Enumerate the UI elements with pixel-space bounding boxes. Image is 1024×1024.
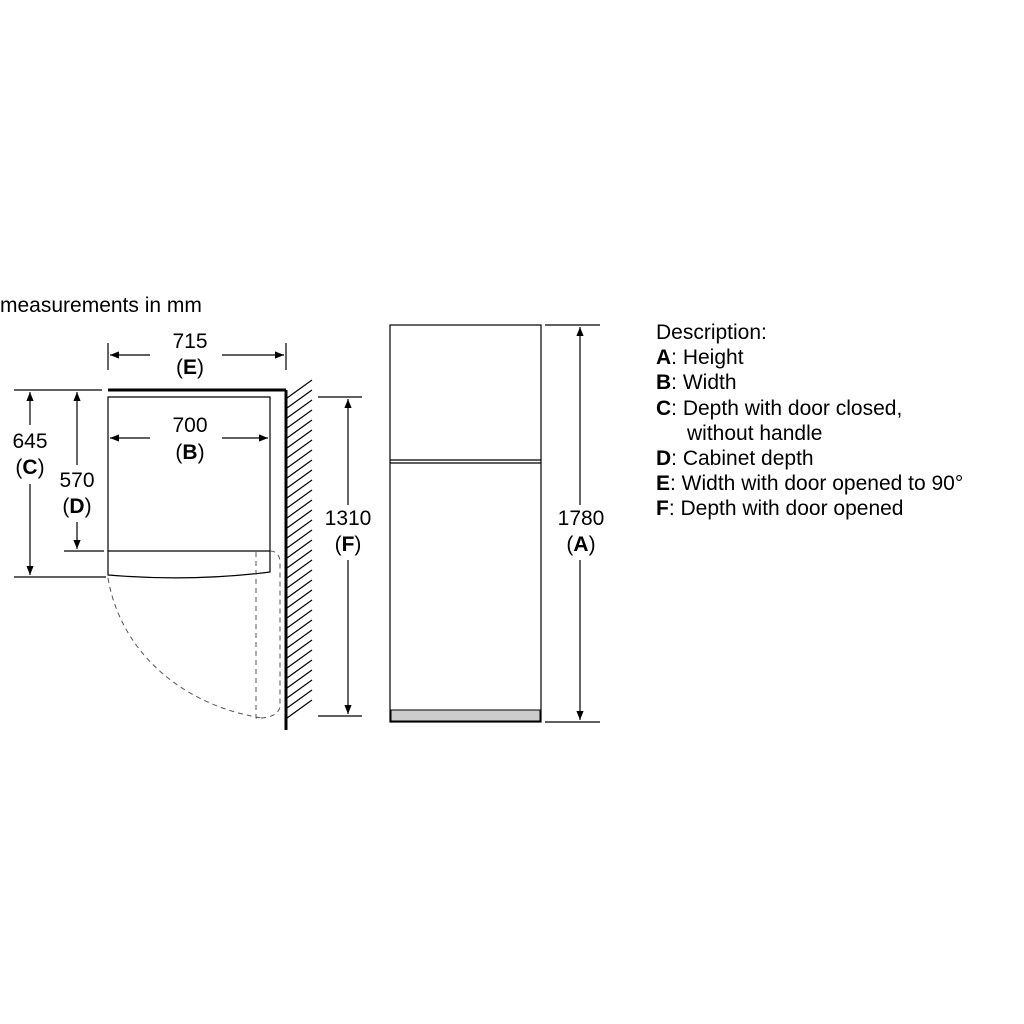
hatch-line	[286, 489, 313, 509]
hatch-line	[286, 439, 313, 459]
dim-b-value: 700	[172, 414, 207, 437]
hatch-line	[286, 549, 313, 569]
legend-item-c-cont: without handle	[686, 422, 822, 445]
wall-hatch	[286, 379, 313, 719]
hatch-line	[286, 509, 313, 529]
dim-c-label: (C)	[15, 456, 44, 479]
dim-e-label: (E)	[176, 356, 204, 379]
legend-item-c: C: Depth with door closed,	[656, 397, 902, 420]
hatch-line	[286, 649, 313, 669]
top-view: 715 (E) 700 (B) 645 (C) 570 (D) 1310 (F)	[12, 330, 371, 730]
legend-item-f: F: Depth with door opened	[656, 497, 904, 520]
hatch-line	[286, 659, 313, 679]
legend-item-e: E: Width with door opened to 90°	[656, 472, 963, 495]
dim-f-value: 1310	[325, 507, 372, 530]
hatch-line	[286, 559, 313, 579]
legend-title: Description:	[656, 321, 767, 344]
hatch-line	[286, 519, 313, 539]
hatch-line	[286, 599, 313, 619]
hatch-line	[286, 469, 313, 489]
dim-a-value: 1780	[558, 507, 605, 530]
hatch-line	[286, 459, 313, 479]
hatch-line	[286, 589, 313, 609]
closed-door	[107, 551, 271, 579]
dim-a-label: (A)	[566, 533, 595, 556]
dim-b-label: (B)	[175, 441, 204, 464]
opened-door	[255, 550, 281, 719]
front-view: 1780 (A)	[389, 324, 605, 723]
hatch-line	[286, 609, 313, 629]
fridge-body	[389, 324, 542, 723]
hatch-line	[286, 539, 313, 559]
legend-item-d: D: Cabinet depth	[656, 447, 814, 470]
hatch-line	[286, 499, 313, 519]
hatch-line	[286, 419, 313, 439]
hatch-line	[286, 409, 313, 429]
hatch-line	[286, 579, 313, 599]
legend-item-b: B: Width	[656, 371, 737, 394]
hatch-line	[286, 529, 313, 549]
hatch-line	[286, 379, 313, 399]
hatch-line	[286, 429, 313, 449]
hatch-line	[286, 639, 313, 659]
hatch-line	[286, 569, 313, 589]
dim-d-label: (D)	[62, 495, 91, 518]
hatch-line	[286, 449, 313, 469]
dim-f-label: (F)	[335, 533, 362, 556]
dim-c-value: 645	[12, 430, 47, 453]
dim-d-value: 570	[59, 469, 94, 492]
hatch-line	[286, 399, 313, 419]
hatch-line	[286, 619, 313, 639]
fridge-base	[390, 709, 541, 722]
hatch-line	[286, 389, 313, 409]
hatch-line	[286, 479, 313, 499]
hatch-line	[286, 669, 313, 689]
units-note: measurements in mm	[0, 294, 202, 317]
door-swing-arc	[107, 577, 263, 719]
legend-item-a: A: Height	[656, 346, 744, 369]
hatch-line	[286, 679, 313, 699]
hatch-line	[286, 689, 313, 709]
dim-e-value: 715	[172, 330, 207, 353]
hatch-line	[286, 629, 313, 649]
hatch-line	[286, 699, 313, 719]
description-legend: Description: A: Height B: Width C: Depth…	[656, 321, 963, 520]
